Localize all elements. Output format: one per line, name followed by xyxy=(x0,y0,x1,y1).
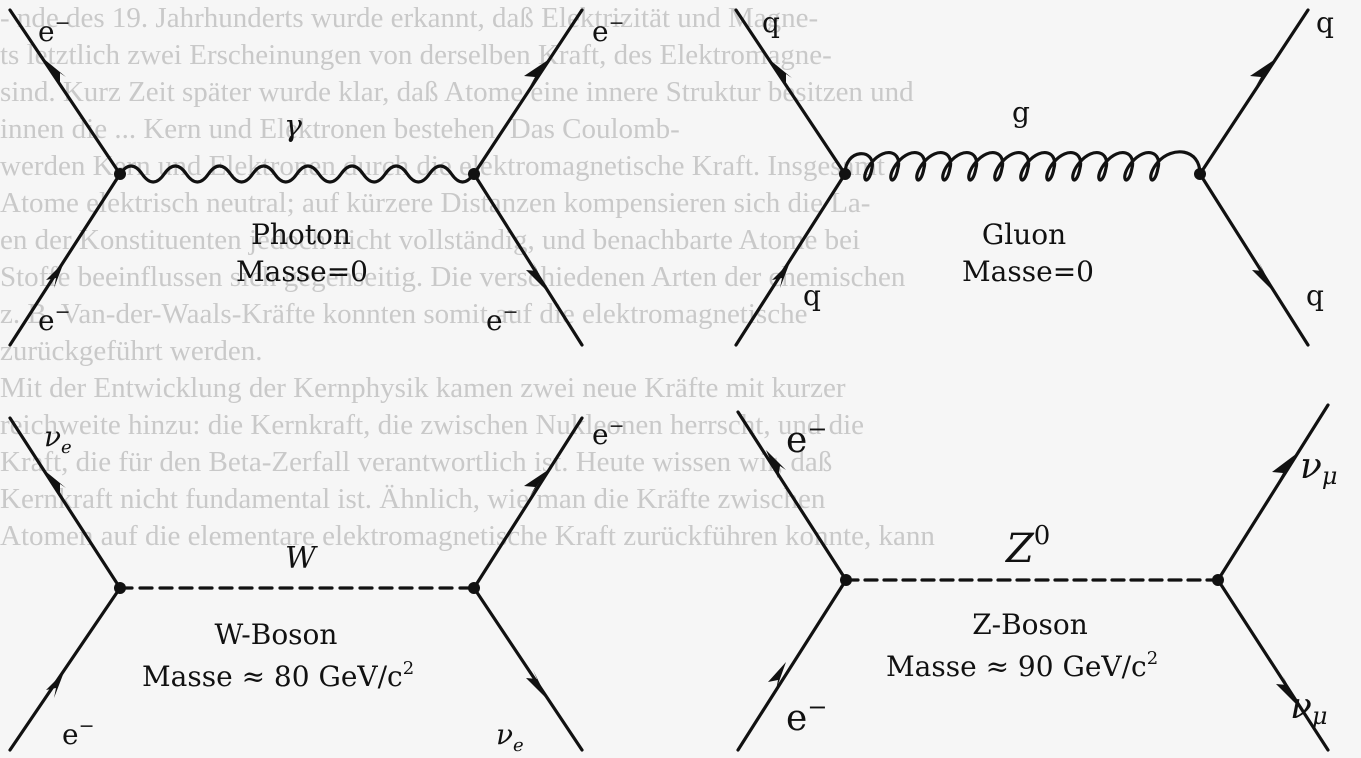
w-lepton-line-top-right xyxy=(472,416,584,590)
z-mediator-symbol: Z0 xyxy=(1004,521,1050,572)
photon-label-bottom-left: e− xyxy=(38,301,71,337)
w-lepton-line-top-left xyxy=(8,416,122,590)
gluon-label-bottom-left: q xyxy=(803,279,821,312)
photon-fermion-line-top-right xyxy=(472,8,584,176)
photon-mediator-symbol: γ xyxy=(284,109,302,144)
photon-name: Photon xyxy=(251,218,351,251)
gluon-arrow-top-left xyxy=(770,60,792,86)
z-label-top-right: νμ xyxy=(1300,446,1338,490)
w-vertex-left xyxy=(114,582,126,594)
z-mass: Masse ≈ 90 GeV/c2 xyxy=(886,648,1158,683)
w-vertex-right xyxy=(468,582,480,594)
gluon-quark-line-top-left xyxy=(734,8,847,176)
z-label-top-left: e− xyxy=(786,415,827,461)
photon-label-top-right: e− xyxy=(592,12,625,48)
gluon-mediator-symbol: g xyxy=(1012,96,1030,129)
z-label-bottom-left: e− xyxy=(786,693,827,739)
photon-label-bottom-right: e− xyxy=(486,301,519,337)
z-lepton-line-top-right xyxy=(1216,403,1330,582)
background-text-line: Atome elektrisch neutral; auf kürzere Di… xyxy=(0,187,871,219)
background-text-line: sind. Kurz Zeit später wurde klar, daß A… xyxy=(0,76,914,108)
photon-vertex-right xyxy=(468,168,480,180)
gluon-label-top-left: q xyxy=(762,6,780,39)
background-text-line: Kraft, die für den Beta-Zerfall verantwo… xyxy=(0,446,833,478)
background-text-line: - nde des 19. Jahrhunderts wurde erkannt… xyxy=(0,2,819,34)
photon-label-top-left: e− xyxy=(38,12,71,48)
w-arrow-bottom-left xyxy=(46,672,64,698)
gluon-quark-line-top-right xyxy=(1198,8,1310,176)
z-vertex-left xyxy=(840,574,852,586)
background-text-line: reichweite hinzu: die Kernkraft, die zwi… xyxy=(0,409,865,441)
photon-fermion-line-bottom-left xyxy=(8,172,122,347)
w-arrow-top-left xyxy=(44,470,66,496)
w-arrow-top-right xyxy=(524,470,548,496)
z-arrow-bottom-right xyxy=(1276,676,1298,706)
gluon-arrow-bottom-left xyxy=(772,262,790,288)
photon-wavy-propagator xyxy=(118,164,476,184)
z-lepton-line-top-left xyxy=(736,410,848,582)
w-lepton-line-bottom-right xyxy=(472,586,584,752)
z-lepton-line-bottom-right xyxy=(1216,578,1330,752)
photon-diagram: e− e− e− e− γ Photon Masse=0 xyxy=(8,8,625,347)
w-arrow-bottom-right xyxy=(526,670,548,700)
w-label-top-right: e− xyxy=(592,415,625,451)
w-boson-diagram: νe e− e− νe W W-Boson Masse ≈ 80 GeV/c2 xyxy=(8,415,625,756)
photon-mass: Masse=0 xyxy=(236,255,368,288)
gluon-label-top-right: q xyxy=(1316,6,1334,39)
photon-fermion-line-bottom-right xyxy=(472,172,584,347)
w-label-bottom-right: νe xyxy=(496,718,524,756)
w-mediator-symbol: W xyxy=(285,541,318,576)
gluon-diagram: q q q q g Gluon Masse=0 xyxy=(734,6,1334,347)
z-lepton-line-bottom-left xyxy=(736,578,848,752)
gluon-mass: Masse=0 xyxy=(962,255,1094,288)
w-label-top-left: νe xyxy=(44,420,72,458)
gluon-quark-line-bottom-left xyxy=(734,172,847,347)
gluon-label-bottom-right: q xyxy=(1306,279,1324,312)
gluon-arrow-top-right xyxy=(1250,60,1274,86)
w-mass: Masse ≈ 80 GeV/c2 xyxy=(142,658,414,693)
photon-arrow-top-left xyxy=(44,59,66,85)
background-text-line: Mit der Entwicklung der Kernphysik kamen… xyxy=(0,372,846,404)
w-name: W-Boson xyxy=(215,618,338,651)
w-lepton-line-bottom-left xyxy=(8,586,122,752)
photon-vertex-left xyxy=(114,168,126,180)
gluon-arrow-bottom-right xyxy=(1252,262,1274,292)
background-text-line: ts letztlich zwei Erscheinungen von ders… xyxy=(0,39,832,71)
background-text-line: zurückgeführt werden. xyxy=(0,335,263,367)
z-label-bottom-right: νμ xyxy=(1290,686,1328,730)
background-text-line: en der Konstituenten jedoch nicht vollst… xyxy=(0,224,861,256)
gluon-name: Gluon xyxy=(982,218,1066,251)
gluon-quark-line-bottom-right xyxy=(1198,172,1310,347)
z-boson-diagram: e− νμ e− νμ Z0 Z-Boson Masse ≈ 90 GeV/c2 xyxy=(736,403,1338,752)
z-name: Z-Boson xyxy=(972,608,1088,641)
photon-fermion-line-top-left xyxy=(8,8,122,176)
z-vertex-right xyxy=(1212,574,1224,586)
background-text-line: Kernkraft nicht fundamental ist. Ähnlich… xyxy=(0,483,826,515)
photon-arrow-bottom-right xyxy=(526,262,548,292)
photon-arrow-top-right xyxy=(524,60,548,86)
z-arrow-bottom-left xyxy=(768,662,786,690)
z-arrow-top-left xyxy=(766,450,786,478)
background-text-line: innen die ... Kern und Elektronen besteh… xyxy=(0,113,680,145)
gluon-vertex-left xyxy=(839,168,851,180)
photon-arrow-bottom-left xyxy=(46,262,64,288)
gluon-vertex-right xyxy=(1194,168,1206,180)
z-arrow-top-right xyxy=(1272,454,1296,482)
background-text-line: Stoffe beeinflussen sich gegenseitig. Di… xyxy=(0,261,906,293)
w-label-bottom-left: e− xyxy=(62,715,95,751)
background-text-line: Atomen auf die elementare elektromagneti… xyxy=(0,520,935,552)
background-text-line: z. B. Van-der-Waals-Kräfte konnten somit… xyxy=(0,298,808,330)
gluon-curly-propagator xyxy=(843,150,1202,182)
